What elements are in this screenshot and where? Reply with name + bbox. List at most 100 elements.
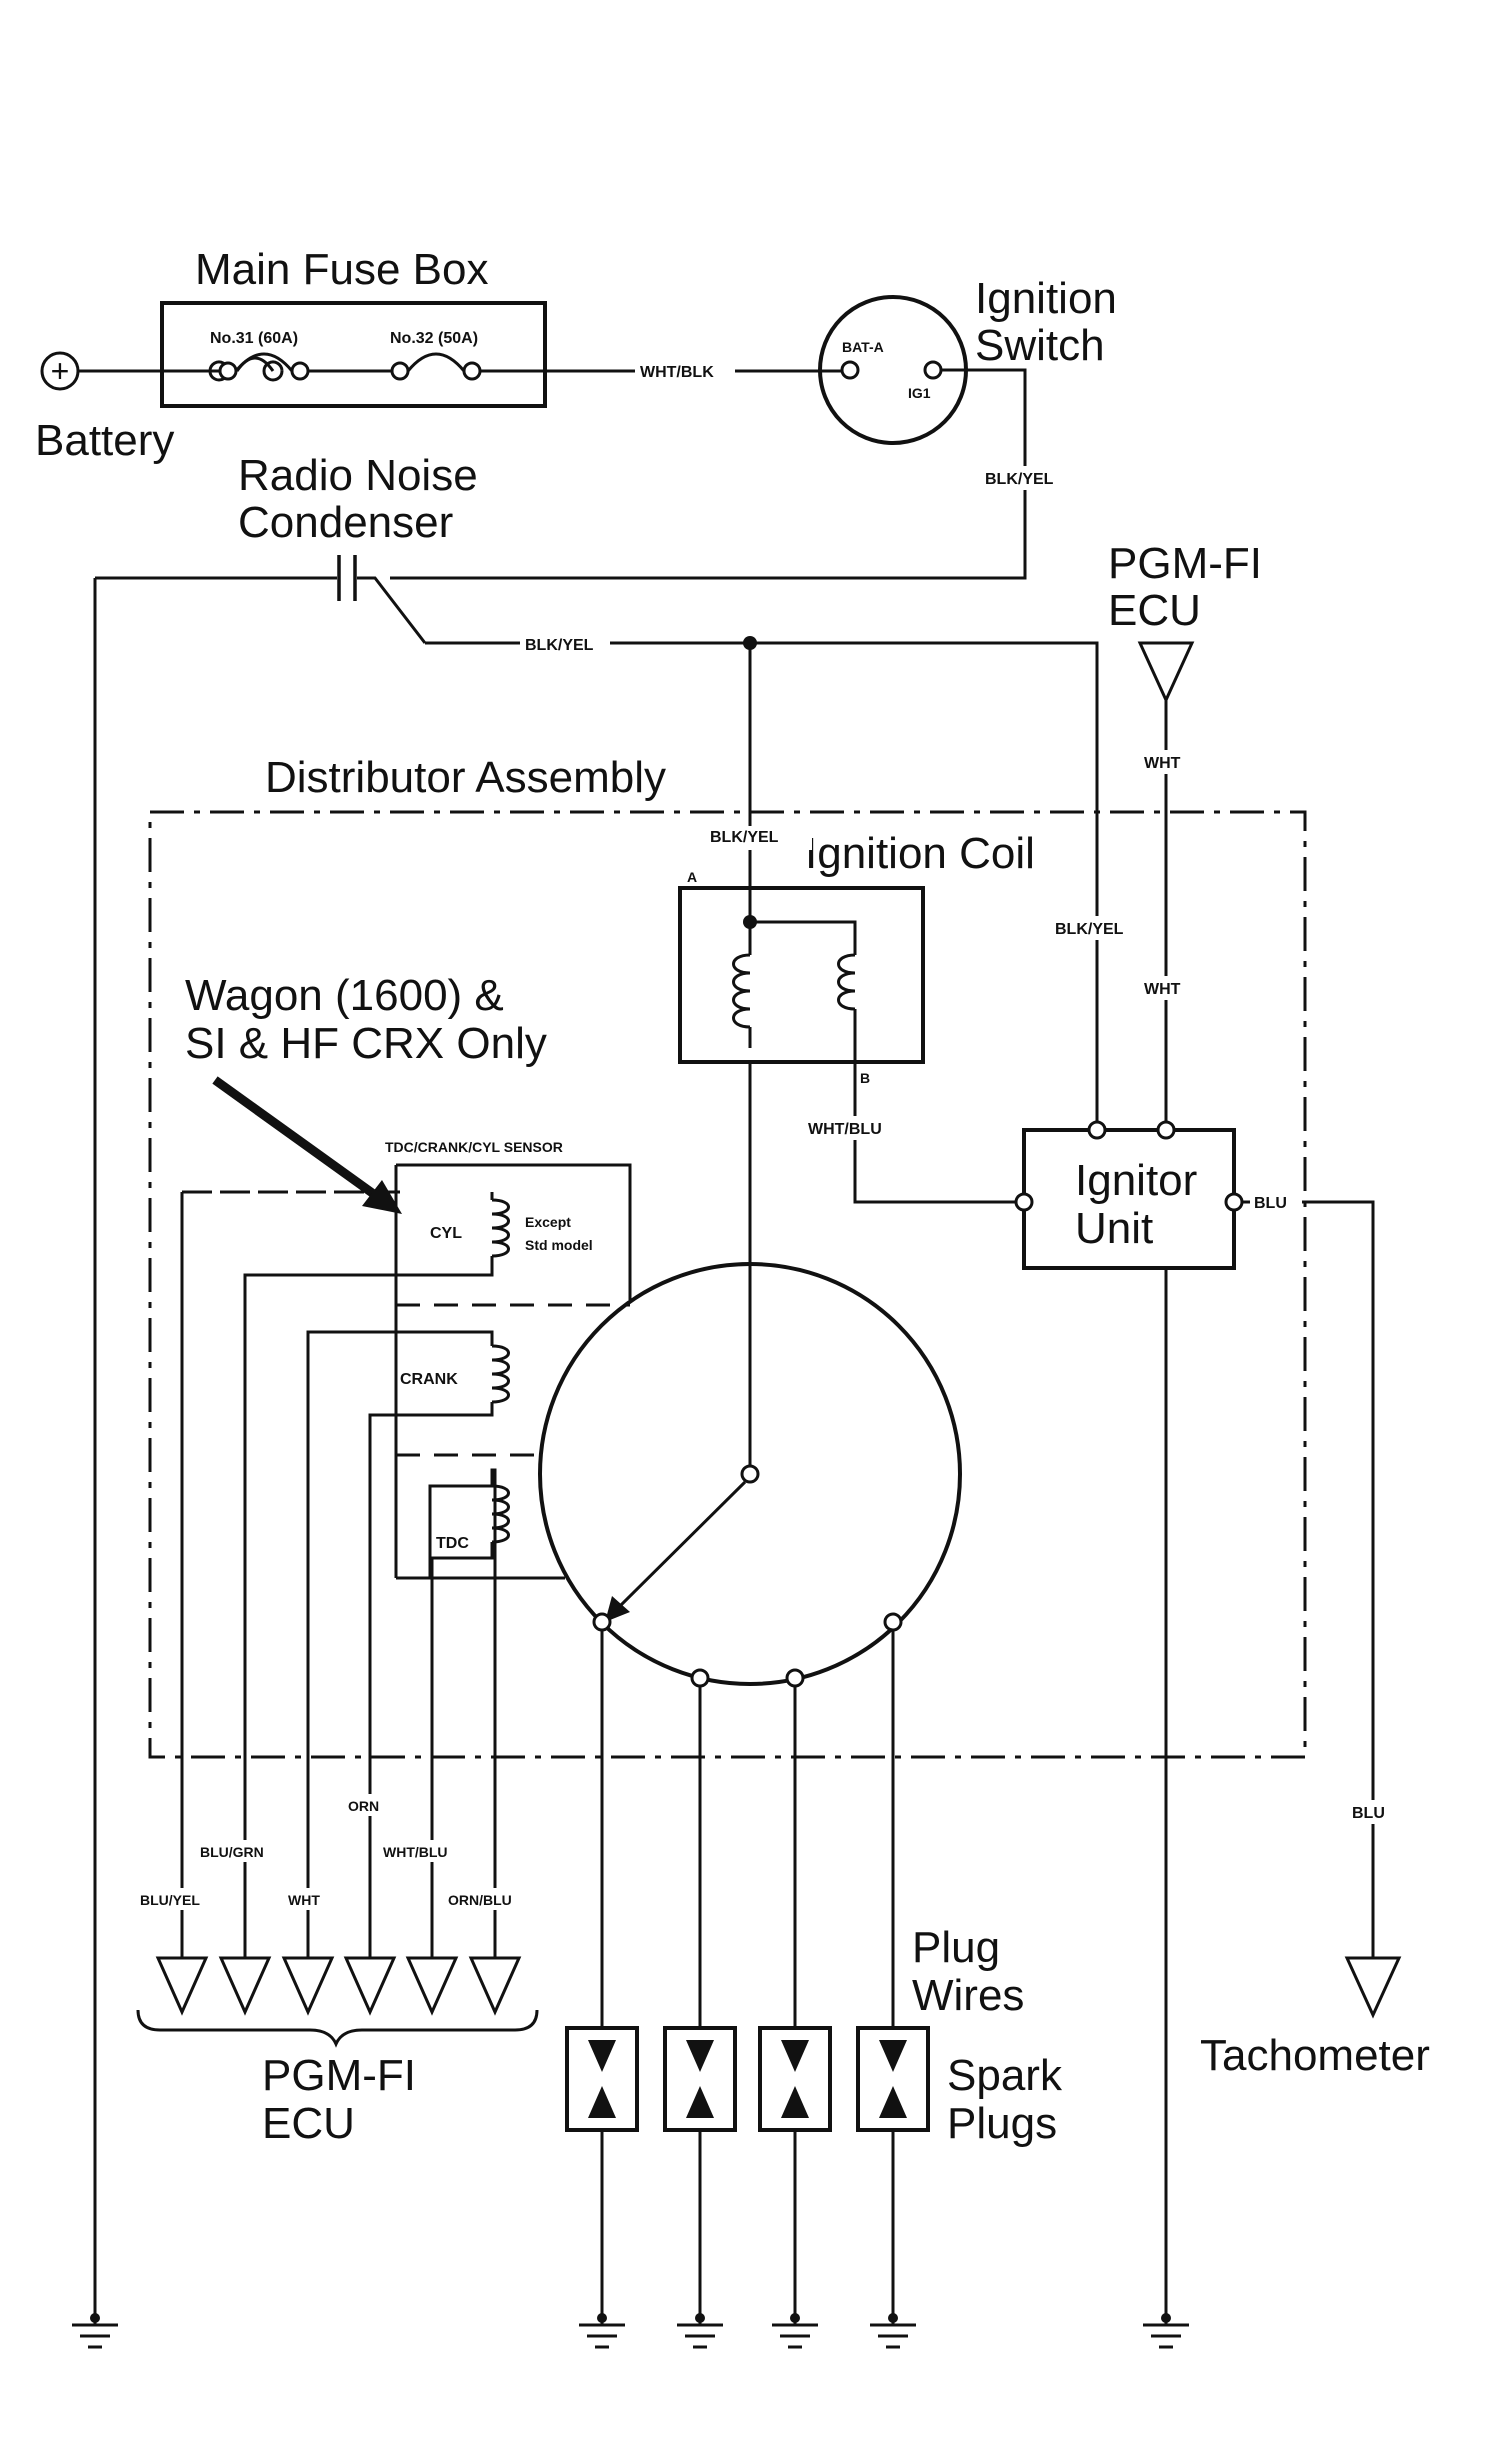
ignitor-terminal-wht-blu bbox=[1014, 1192, 1034, 1212]
ignitor-label-2: Unit bbox=[1075, 1204, 1153, 1253]
spark-plug-3 bbox=[758, 2026, 832, 2132]
cap-terminal-2 bbox=[690, 1668, 710, 1688]
spark-plug-1-electrode-bottom-icon bbox=[588, 2086, 616, 2118]
sensor-title: TDC/CRANK/CYL SENSOR bbox=[385, 1139, 563, 1155]
rotor-arrow-icon bbox=[605, 1596, 630, 1622]
pgmfi-top-label-1: PGM-FI bbox=[1108, 539, 1262, 588]
tdc-label: TDC bbox=[436, 1535, 469, 1552]
ignitor-terminal-blu bbox=[1224, 1192, 1244, 1212]
ignition-switch-label-1: Ignition bbox=[975, 274, 1117, 323]
wire-label-blu-grn: BLU/GRN bbox=[200, 1844, 264, 1860]
plug-wires-label-2: Wires bbox=[912, 1971, 1024, 2020]
tdc-crank-cyl-sensor: TDC/CRANK/CYL SENSOR CYL Except Std mode… bbox=[385, 1139, 632, 1580]
tachometer-connector-icon bbox=[1344, 1956, 1402, 2019]
switch-terminal-bat-a bbox=[840, 360, 860, 380]
fuse-32-label: No.32 (50A) bbox=[390, 330, 478, 347]
primary-winding-icon bbox=[732, 953, 751, 1029]
ignitor-label-1: Ignitor bbox=[1075, 1156, 1197, 1205]
wire-label-wht-ignitor: WHT bbox=[1144, 981, 1181, 998]
spark-plug-2-electrode-bottom-icon bbox=[686, 2086, 714, 2118]
ecu-connector-blu-grn-icon bbox=[218, 1956, 272, 2016]
distributor-rotor bbox=[538, 1062, 962, 1688]
ecu-connector-orn-icon bbox=[343, 1956, 397, 2016]
ignition-coil-label: Ignition Coil bbox=[805, 829, 1035, 878]
wire-label-blk-yel-ignitor: BLK/YEL bbox=[1055, 921, 1124, 938]
spark-plug-2 bbox=[663, 2026, 737, 2132]
spark-plug-4-electrode-top-icon bbox=[879, 2040, 907, 2072]
ground-plug-3-icon bbox=[772, 2313, 818, 2349]
bat-a-label: BAT-A bbox=[842, 339, 884, 355]
pgmfi-ecu-bottom: PGM-FI ECU bbox=[136, 1956, 539, 2148]
tdc-coil-icon bbox=[491, 1484, 510, 1544]
tachometer-label: Tachometer bbox=[1200, 2031, 1430, 2080]
fuse-32-terminal-b bbox=[462, 361, 482, 381]
main-fuse-box: Main Fuse Box No.31 (60A) No.32 (50A) bbox=[78, 245, 635, 408]
tachometer: Tachometer bbox=[1200, 1956, 1430, 2080]
ecu-connector-wht-blu-icon bbox=[405, 1956, 459, 2016]
wire-label-wht-ecu: WHT bbox=[1144, 755, 1181, 772]
spark-plug-1-electrode-top-icon bbox=[588, 2040, 616, 2072]
coil-terminal-a-label: A bbox=[687, 869, 697, 885]
ecu-connector-blu-yel-icon bbox=[155, 1956, 209, 2016]
spark-plug-1 bbox=[565, 2026, 639, 2132]
ecu-connector-orn-blu-icon bbox=[468, 1956, 522, 2016]
fuse-31-label: No.31 (60A) bbox=[210, 330, 298, 347]
ground-plug-2-icon bbox=[677, 2313, 723, 2349]
fuse-32-terminal-a bbox=[390, 361, 410, 381]
pgmfi-top-label-2: ECU bbox=[1108, 586, 1201, 635]
spark-plug-4-electrode-bottom-icon bbox=[879, 2086, 907, 2118]
wire-label-blk-yel-bus: BLK/YEL bbox=[525, 637, 594, 654]
cap-terminal-3 bbox=[785, 1668, 805, 1688]
battery-label: Battery bbox=[35, 416, 174, 465]
ground-ignitor-icon bbox=[1143, 2313, 1189, 2349]
wire-label-blk-yel-coil: BLK/YEL bbox=[710, 829, 779, 846]
model-note: Wagon (1600) & SI & HF CRX Only bbox=[185, 971, 547, 1214]
spark-plugs-label-1: Spark bbox=[947, 2051, 1063, 2100]
spark-plugs-label-2: Plugs bbox=[947, 2099, 1057, 2148]
crank-label: CRANK bbox=[400, 1371, 458, 1388]
ignition-switch: BAT-A IG1 Ignition Switch bbox=[818, 274, 1117, 445]
coil-terminal-b-label: B bbox=[860, 1070, 870, 1086]
ground-condenser-icon bbox=[72, 2313, 118, 2349]
ignition-switch-label-2: Switch bbox=[975, 321, 1105, 370]
ig1-label: IG1 bbox=[908, 385, 931, 401]
secondary-winding-icon bbox=[837, 953, 856, 1011]
radio-noise-condenser: Radio Noise Condenser bbox=[95, 451, 478, 644]
cyl-label: CYL bbox=[430, 1225, 462, 1242]
switch-terminal-ig1 bbox=[923, 360, 943, 380]
fuse-31-terminal-b bbox=[290, 361, 310, 381]
ecu-connector-wht-icon bbox=[281, 1956, 335, 2016]
rotor-center-terminal bbox=[740, 1464, 760, 1484]
fuse-31-terminal-a bbox=[218, 361, 238, 381]
wire-label-orn: ORN bbox=[348, 1798, 379, 1814]
distributor-boundary bbox=[148, 810, 1307, 1759]
plug-wires-label-1: Plug bbox=[912, 1923, 1000, 1972]
wire-label-blu-out: BLU bbox=[1254, 1195, 1287, 1212]
wire-label-wht-blu-coil: WHT/BLU bbox=[808, 1121, 882, 1138]
condenser-label-2: Condenser bbox=[238, 498, 453, 547]
note-arrow-head-icon bbox=[362, 1180, 402, 1214]
wire-label-orn-blu: ORN/BLU bbox=[448, 1892, 512, 1908]
except-label-1: Except bbox=[525, 1214, 571, 1230]
distributor-label: Distributor Assembly bbox=[265, 753, 666, 802]
spark-plug-3-electrode-top-icon bbox=[781, 2040, 809, 2072]
battery-plus-symbol: + bbox=[51, 353, 70, 389]
wire-label-wht-blk: WHT/BLK bbox=[640, 364, 714, 381]
ground-plug-1-icon bbox=[579, 2313, 625, 2349]
wire-label-wht-sensor: WHT bbox=[288, 1892, 320, 1908]
note-line-1: Wagon (1600) & bbox=[185, 971, 504, 1020]
wire-label-blu-yel: BLU/YEL bbox=[140, 1892, 200, 1908]
spark-plug-2-electrode-top-icon bbox=[686, 2040, 714, 2072]
pgmfi-ecu-top: PGM-FI ECU bbox=[1108, 539, 1262, 704]
cap-terminal-4 bbox=[883, 1612, 903, 1632]
note-arrow-shaft bbox=[212, 1076, 385, 1204]
distributor-assembly: Distributor Assembly bbox=[148, 753, 1307, 1759]
battery: + Battery bbox=[35, 351, 174, 465]
ground-plug-4-icon bbox=[870, 2313, 916, 2349]
spark-plug-3-electrode-bottom-icon bbox=[781, 2086, 809, 2118]
note-line-2: SI & HF CRX Only bbox=[185, 1019, 547, 1068]
ecu-brace bbox=[136, 2009, 539, 2048]
ignitor-unit: Ignitor Unit bbox=[1014, 1120, 1244, 1270]
pgmfi-bottom-label-2: ECU bbox=[262, 2099, 355, 2148]
